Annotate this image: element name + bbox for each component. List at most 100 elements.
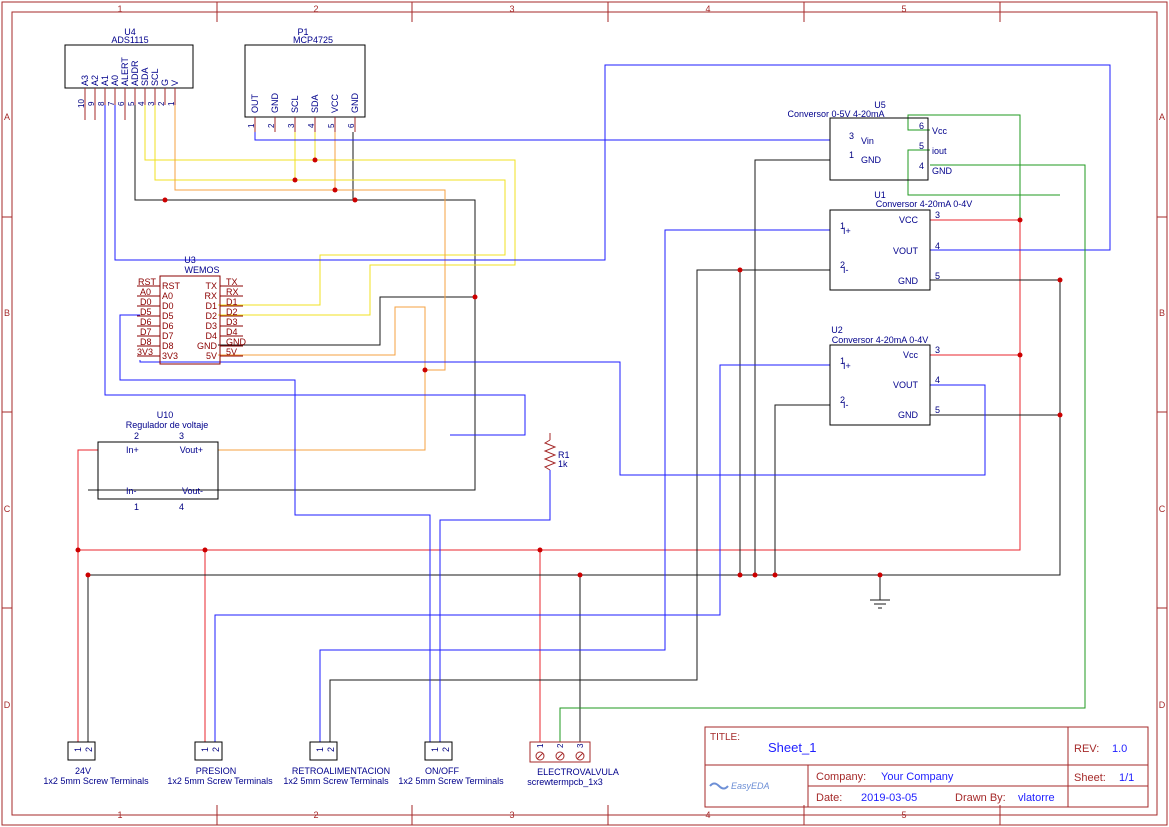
date-value: 2019-03-05 (861, 792, 917, 804)
u1-pin-number: 5 (935, 271, 940, 281)
frame-col-label: 2 (313, 4, 318, 14)
u3-right-outer: TX RX D1 D2 D3 D4 GND 5V (226, 277, 247, 357)
terminal-pin-number: 1 (315, 747, 325, 752)
u3-pin-name: D6 (162, 321, 174, 331)
frame-row-label: D (1159, 700, 1166, 710)
p1-pin-number: 4 (307, 123, 316, 128)
u1-pin-name: GND (898, 276, 919, 286)
frame-col-label: 3 (509, 810, 514, 820)
frame-col-label: 5 (901, 810, 906, 820)
p1-pin-name: GND (350, 93, 360, 114)
u3-wemos[interactable]: U3 WEMOS RST A0 D0 D5 D6 D7 D8 3V3 RST A… (137, 255, 247, 365)
u3-pin-name: D4 (205, 331, 217, 341)
u2-pin-name: GND (898, 410, 919, 420)
u1-pins: 1 I+ 2 I- 3 VCC 4 VOUT 5 GND (840, 210, 940, 286)
junction-dot (352, 197, 358, 203)
u10-pin-name: In- (126, 486, 137, 496)
u5-converter-0-5v[interactable]: U5 Conversor 0-5V 4-20mA 3 Vin 1 GND 6 V… (787, 100, 953, 181)
junction-dot (1017, 217, 1023, 223)
u2-ref: U2 (831, 325, 843, 335)
u5-pin-number: 3 (849, 131, 854, 141)
wire-black (87, 279, 1061, 742)
u2-pin-name: Vcc (903, 350, 919, 360)
u10-regulator[interactable]: U10 Regulador de voltaje 2 In+ 3 Vout+ 1… (97, 410, 219, 512)
u4-ref: U4 (124, 27, 136, 37)
u4-pin-number: 1 (167, 101, 176, 106)
frame-col-label: 1 (117, 4, 122, 14)
r1-value: 1k (558, 459, 568, 469)
u2-name: Conversor 4-20mA 0-4V (832, 335, 929, 345)
u3-ref: U3 (184, 255, 196, 265)
junction-dot (75, 547, 81, 553)
valve-name: ELECTROVALVULA (537, 767, 619, 777)
u3-pin-label: D1 (226, 297, 238, 307)
terminal-pin-number: 2 (84, 747, 94, 752)
u10-pins: 2 In+ 3 Vout+ 1 In- 4 Vout- (126, 431, 203, 512)
valve-pin-numbers: 1 2 3 (536, 743, 585, 748)
wire-red (78, 219, 1021, 551)
u3-pin-name: GND (197, 341, 218, 351)
valve-body (529, 741, 591, 763)
u2-pin-number: 5 (935, 405, 940, 415)
company-label: Company: (816, 771, 866, 783)
u10-body (97, 441, 219, 500)
p1-pin-name: SDA (310, 94, 320, 113)
u1-pin-number: 2 (840, 260, 845, 270)
sheet-value: 1/1 (1119, 772, 1134, 784)
u1-pin-name: I+ (843, 226, 851, 236)
terminal-on-off[interactable]: 1 2 ON/OFF 1x2 5mm Screw Terminals (398, 741, 504, 786)
drawn-by-label: Drawn By: (955, 792, 1006, 804)
junction-dot (737, 572, 743, 578)
terminal-retroalimentacion[interactable]: 1 2 RETROALIMENTACION 1x2 5mm Screw Term… (283, 741, 390, 786)
junction-dot (1057, 412, 1063, 418)
u4-ads1115[interactable]: U4 ADS1115 A3 A2 A1 A0 ALERT ADDR SDA SC… (64, 27, 194, 120)
u1-ref: U1 (874, 190, 886, 200)
junction-dot (772, 572, 778, 578)
wire-blue (319, 229, 830, 742)
valve-type: screwtermpcb_1x3 (527, 777, 603, 787)
u5-pin-name: GND (932, 166, 953, 176)
title-block-lines (704, 726, 1149, 808)
p1-pin-leads (254, 117, 356, 132)
u2-pin-number: 2 (840, 395, 845, 405)
easyeda-logo: EasyEDA (709, 781, 770, 791)
junction-dot (1017, 352, 1023, 358)
u4-pin-name: A0 (110, 75, 120, 86)
junction-dot (202, 547, 208, 553)
electrovalvula-terminal[interactable]: 1 2 3 ELECTROVALVULA screwtermpcb_1x3 (527, 741, 619, 787)
frame-row-label: D (4, 700, 11, 710)
frame-col-label: 4 (705, 4, 710, 14)
wire-green-group (559, 114, 1086, 742)
p1-pin-numbers: 1 2 3 4 5 6 (247, 123, 356, 128)
u10-pin-name: Vout- (182, 486, 203, 496)
terminal-body (67, 741, 96, 761)
r1-resistor[interactable]: R1 1k (543, 439, 570, 471)
frame-row-label: A (1159, 112, 1165, 122)
wire-yellow (144, 105, 516, 316)
wire-blue (104, 105, 526, 436)
u3-pin-name: RX (204, 291, 217, 301)
u2-body (829, 344, 931, 426)
p1-pin-name: GND (270, 93, 280, 114)
u2-converter-4-20ma[interactable]: U2 Conversor 4-20mA 0-4V 1 I+ 2 I- 3 Vcc… (829, 325, 940, 426)
u10-name: Regulador de voltaje (126, 420, 209, 430)
frame-labels: 1 2 3 4 5 1 2 3 4 5 A B C D A B C D (4, 4, 1166, 820)
terminal-type: 1x2 5mm Screw Terminals (43, 776, 149, 786)
u3-pin-name: RST (162, 281, 181, 291)
u1-converter-4-20ma[interactable]: U1 Conversor 4-20mA 0-4V 1 I+ 2 I- 3 VCC… (829, 190, 972, 291)
p1-mcp4725[interactable]: P1 MCP4725 OUT GND SCL SDA VCC GND 1 2 3… (244, 27, 366, 132)
u4-pin-name: A2 (90, 75, 100, 86)
screw-icon (535, 751, 545, 761)
wire-black (134, 105, 353, 201)
u4-pin-number: 5 (127, 101, 136, 106)
u3-pin-name: D5 (162, 311, 174, 321)
wire-blue-group (104, 64, 1111, 742)
terminal-presion[interactable]: 1 2 PRESION 1x2 5mm Screw Terminals (167, 741, 273, 786)
u3-pin-label: D6 (140, 317, 152, 327)
u4-pin-name: SDA (140, 67, 150, 86)
terminal-24v[interactable]: 1 2 24V 1x2 5mm Screw Terminals (43, 741, 149, 786)
p1-pin-names: OUT GND SCL SDA VCC GND (250, 93, 360, 114)
valve-pin-number: 2 (556, 743, 565, 748)
frame-row-label: B (1159, 308, 1165, 318)
u3-left-inner: RST A0 D0 D5 D6 D7 D8 3V3 (162, 281, 181, 361)
